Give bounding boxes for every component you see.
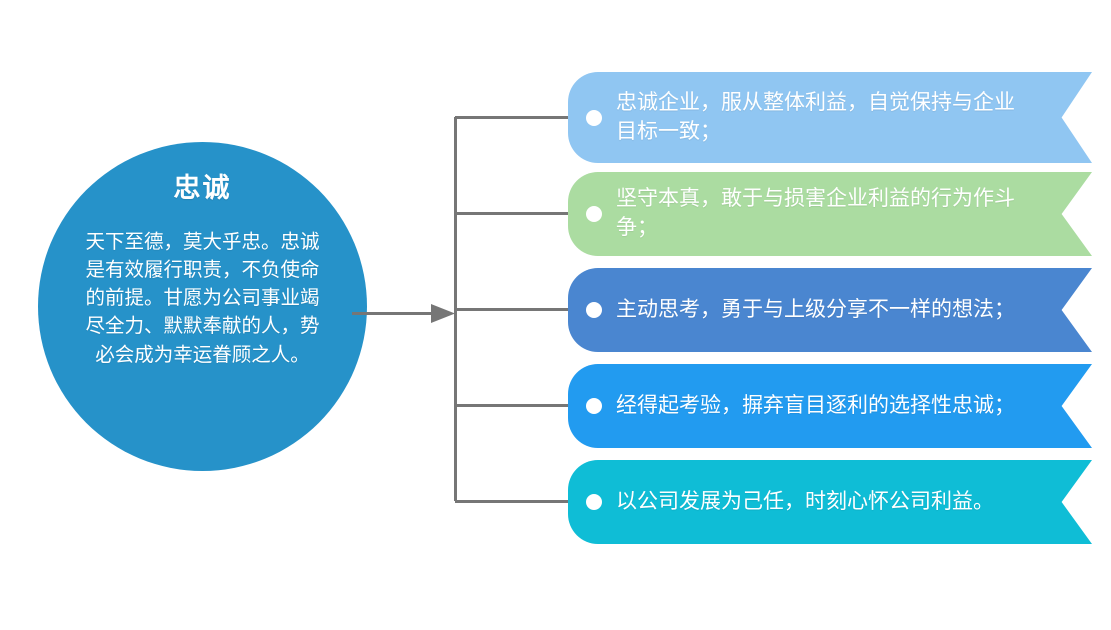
banner-text: 忠诚企业，服从整体利益，自觉保持与企业目标一致； <box>616 90 1015 143</box>
bullet-icon <box>586 109 602 126</box>
banner-text: 经得起考验，摒弃盲目逐利的选择性忠诚； <box>616 393 1015 417</box>
bullet-icon <box>586 398 602 414</box>
hub-circle: 忠诚 天下至德，莫大乎忠。忠诚是有效履行职责，不负使命的前提。甘愿为公司事业竭尽… <box>38 142 367 471</box>
banner-text: 以公司发展为己任，时刻心怀公司利益。 <box>616 489 994 513</box>
arrow-head <box>431 304 455 323</box>
banner-text: 坚守本真，敢于与损害企业利益的行为作斗争； <box>616 187 1015 239</box>
banner-text: 主动思考，勇于与上级分享不一样的想法； <box>616 297 1015 321</box>
banner-item-4[interactable]: 经得起考验，摒弃盲目逐利的选择性忠诚； <box>568 364 1092 448</box>
banner-item-5[interactable]: 以公司发展为己任，时刻心怀公司利益。 <box>568 460 1092 544</box>
bullet-icon <box>586 494 602 510</box>
banner-item-3[interactable]: 主动思考，勇于与上级分享不一样的想法； <box>568 268 1092 352</box>
banner-item-1[interactable]: 忠诚企业，服从整体利益，自觉保持与企业目标一致； <box>568 72 1092 163</box>
bullet-icon <box>586 206 602 222</box>
banner-item-2[interactable]: 坚守本真，敢于与损害企业利益的行为作斗争； <box>568 172 1092 256</box>
bullet-icon <box>586 302 602 318</box>
hub-title: 忠诚 <box>173 173 232 203</box>
hub-description: 天下至德，莫大乎忠。忠诚是有效履行职责，不负使命的前提。甘愿为公司事业竭尽全力、… <box>85 230 320 366</box>
